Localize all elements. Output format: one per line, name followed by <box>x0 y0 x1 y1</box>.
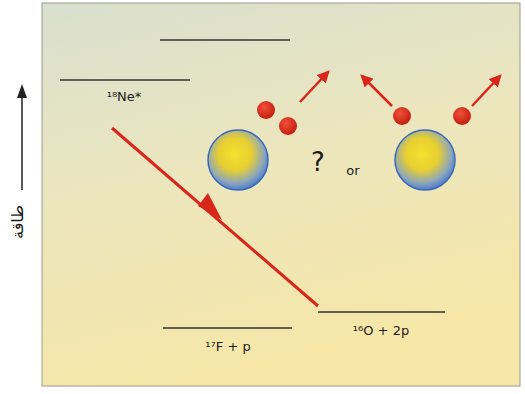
level-label: ¹⁷F + p <box>205 340 250 354</box>
decay-arrow <box>112 128 318 306</box>
energy-level <box>163 327 292 329</box>
emission-arrow <box>362 76 392 106</box>
emission-arrow <box>472 76 500 106</box>
level-label: ¹⁶O + 2p <box>353 324 409 338</box>
energy-axis <box>21 90 23 190</box>
nucleus <box>208 130 268 190</box>
or-word: or <box>346 164 359 178</box>
axis-label: طاقة <box>9 205 27 239</box>
axis-head <box>17 84 27 98</box>
nucleus <box>395 130 455 190</box>
proton <box>453 107 471 125</box>
panel-ground <box>42 3 520 386</box>
decay-arrow-head <box>198 193 222 220</box>
proton <box>279 117 297 135</box>
energy-level <box>60 79 190 81</box>
proton <box>257 101 275 119</box>
proton <box>393 107 411 125</box>
energy-level <box>318 311 445 313</box>
level-label: ¹⁸Ne* <box>107 90 142 104</box>
energy-level <box>160 39 290 41</box>
emission-arrow <box>300 72 328 102</box>
question-mark: ? <box>311 148 325 177</box>
